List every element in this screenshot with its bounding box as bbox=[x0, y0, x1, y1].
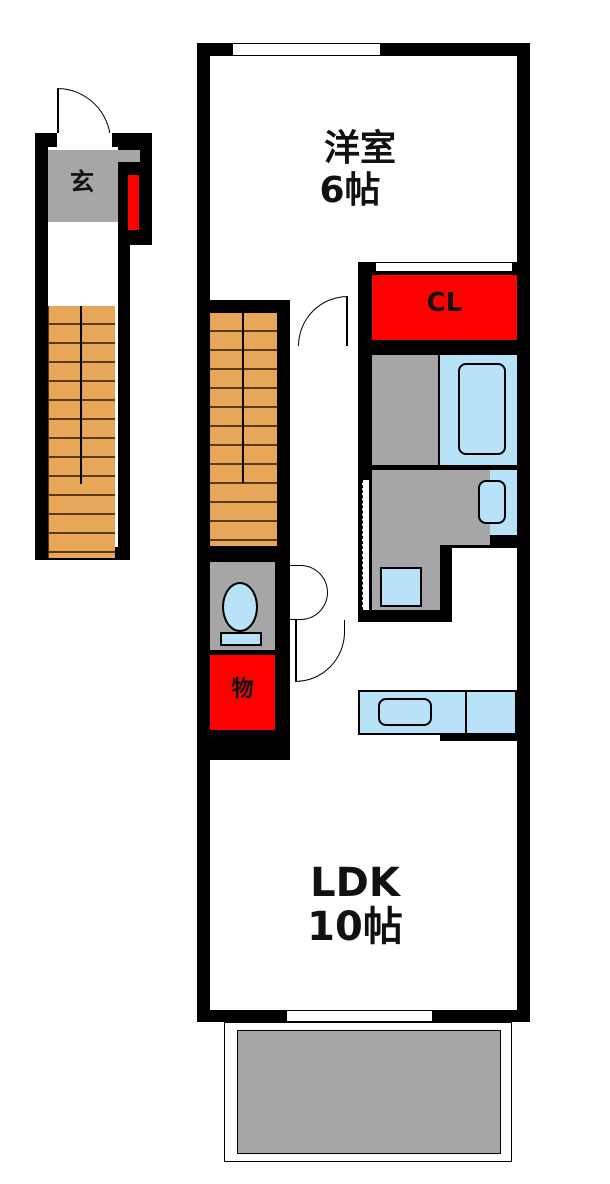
hall-white-lower bbox=[452, 548, 517, 622]
washing-machine bbox=[380, 567, 422, 607]
washroom bbox=[372, 470, 490, 545]
closet-doors bbox=[376, 262, 512, 272]
ldk-name: LDK bbox=[310, 860, 400, 906]
washbasin bbox=[478, 480, 506, 524]
entrance-floor-top bbox=[48, 150, 140, 162]
closet-label: CL bbox=[426, 288, 463, 318]
left-unit-outside-notch bbox=[130, 245, 152, 560]
top-window bbox=[233, 43, 380, 56]
entrance-door-opening bbox=[57, 133, 112, 148]
storage bbox=[210, 655, 275, 730]
stairs-upper-divider bbox=[242, 313, 244, 483]
toilet-tank bbox=[220, 632, 262, 646]
bathtub-basin bbox=[458, 363, 506, 455]
ldk-size: 10帖 bbox=[307, 904, 403, 950]
entrance-label: 玄 bbox=[70, 168, 94, 196]
wet-area-sliding-door bbox=[362, 480, 369, 610]
kitchen-sink bbox=[378, 698, 432, 726]
kitchen-counter-divider bbox=[465, 690, 467, 735]
balcony bbox=[237, 1030, 501, 1154]
bath-dressing bbox=[372, 355, 438, 465]
stairs-divider bbox=[80, 306, 82, 484]
toilet-bowl bbox=[222, 582, 258, 632]
kitchen-wall bbox=[440, 733, 517, 741]
western-room-size: 6帖 bbox=[319, 170, 381, 211]
western-room-name: 洋室 bbox=[323, 128, 396, 169]
entrance-floor bbox=[48, 150, 118, 222]
shoe-cabinet bbox=[128, 175, 139, 230]
storage-label: 物 bbox=[231, 677, 254, 702]
closet bbox=[372, 275, 517, 340]
balcony-window bbox=[287, 1010, 432, 1022]
